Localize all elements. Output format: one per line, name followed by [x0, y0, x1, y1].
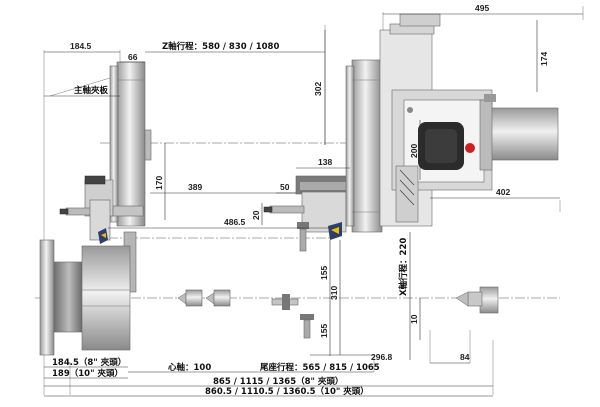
z-axis-travel: Z軸行程：580 / 830 / 1080 — [162, 41, 279, 52]
total-length-8-chuck: 865 / 1115 / 1365（8" 夾頭） — [213, 376, 343, 387]
dim-20: 20 — [251, 210, 261, 220]
dim-389: 389 — [188, 182, 202, 192]
center-tool-post — [263, 175, 351, 252]
dim-84: 84 — [460, 352, 470, 362]
dim-155-upper: 155 — [319, 266, 329, 280]
main-chuck-plate-label: 主軸夾板 — [74, 85, 109, 96]
dim-402: 402 — [496, 187, 510, 197]
x-axis-travel: X軸行程：220 — [398, 238, 409, 296]
dim-50: 50 — [280, 182, 290, 192]
dim-170: 170 — [154, 176, 164, 190]
dim-66: 66 — [128, 52, 138, 62]
dim-296-8: 296.8 — [371, 352, 393, 362]
turret-housing — [379, 13, 559, 227]
center-points — [177, 289, 314, 339]
chuck-8-dimension: 184.5（8" 夾頭） — [52, 357, 126, 368]
chuck-10-dimension: 189（10" 夾頭） — [52, 368, 123, 379]
dim-486-5: 486.5 — [224, 217, 246, 227]
total-length-10-chuck: 860.5 / 1110.5 / 1360.5（10" 夾頭） — [205, 386, 369, 397]
dim-10: 10 — [409, 314, 419, 324]
center-height: 心軸：100 — [168, 362, 211, 373]
main-chuck-plate — [109, 61, 152, 227]
dim-138: 138 — [318, 157, 332, 167]
turret-disc — [345, 59, 383, 233]
tailstock — [455, 286, 499, 314]
dim-200: 200 — [409, 144, 419, 158]
dim-310: 310 — [329, 286, 339, 300]
dim-184-5: 184.5 — [70, 41, 92, 51]
spindle — [39, 239, 131, 356]
dim-495: 495 — [475, 3, 489, 13]
tailstock-travel: 尾座行程：565 / 815 / 1065 — [259, 362, 380, 373]
dim-302: 302 — [313, 82, 323, 96]
dim-174: 174 — [539, 52, 549, 66]
dim-155-lower: 155 — [319, 324, 329, 338]
dimension-lines — [44, 13, 583, 397]
dimension-labels: 495 184.5 66 Z軸行程：580 / 830 / 1080 174 3… — [52, 3, 549, 397]
